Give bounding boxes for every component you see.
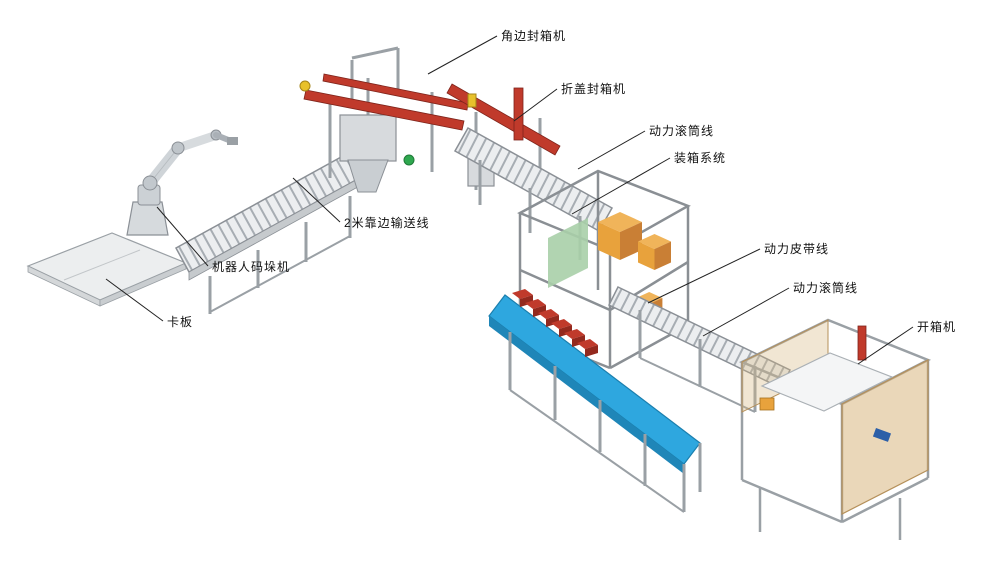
label-case-packing-system: 装箱系统 — [674, 151, 727, 165]
leader-roller-right — [702, 287, 790, 337]
green-indicator — [403, 154, 415, 166]
leader-flap-sealer — [513, 88, 558, 122]
leader-corner-sealer — [427, 35, 498, 75]
edge-conveyor-2m-illustration — [174, 149, 367, 314]
label-power-roller-top: 动力滚筒线 — [649, 124, 715, 138]
case-erector-illustration — [738, 318, 932, 540]
belt-conveyor-illustration — [488, 289, 702, 513]
leader-pallet — [105, 278, 164, 322]
label-pallet: 卡板 — [167, 315, 194, 329]
leader-case-erector — [857, 326, 914, 365]
leader-belt-line — [647, 248, 761, 304]
label-flap-sealer: 折盖封箱机 — [561, 82, 627, 96]
leader-case-packing — [571, 157, 671, 215]
robot-palletizer-illustration — [126, 129, 238, 236]
label-edge-conveyor-2m: 2米靠边输送线 — [344, 216, 430, 230]
label-power-belt-line: 动力皮带线 — [764, 242, 830, 256]
leader-edge-conveyor — [292, 177, 341, 223]
label-corner-sealer: 角边封箱机 — [501, 29, 567, 43]
label-robot-palletizer: 机器人码垛机 — [212, 260, 291, 274]
label-power-roller-right: 动力滚筒线 — [793, 281, 859, 295]
pallet-illustration — [26, 232, 188, 307]
leader-robot-palletizer — [156, 206, 209, 267]
red-boxes-on-belt — [512, 289, 598, 357]
case-packer-illustration — [517, 169, 691, 370]
leader-lines — [105, 35, 914, 365]
leader-roller-top — [577, 130, 646, 170]
label-case-erector: 开箱机 — [917, 320, 957, 334]
